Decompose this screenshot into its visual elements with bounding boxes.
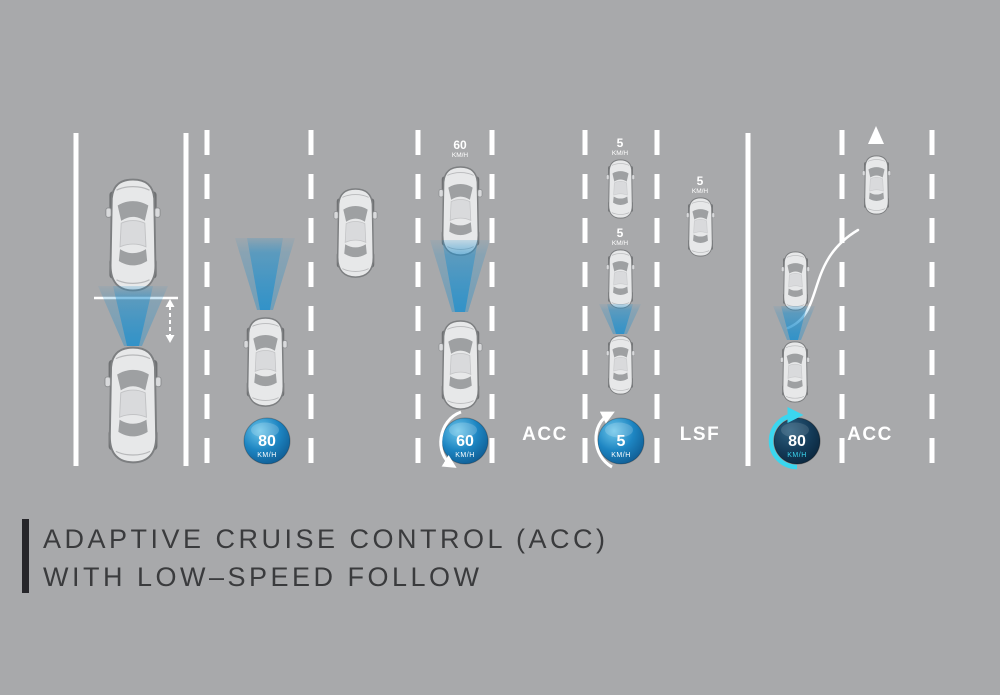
lead-car — [104, 178, 162, 292]
lead-speed-tag: 60 KM/H — [452, 138, 469, 159]
radar-beam-inner — [442, 240, 478, 312]
lead-car — [780, 251, 811, 311]
radar-beam-inner — [113, 286, 153, 346]
scene-acc-decelerate: 60 KM/H 60 KM/H ACC — [430, 138, 568, 468]
scene-set-speed: 80 KM/H — [235, 188, 378, 465]
scene-resume-speed: 80 KM/H ACC — [768, 126, 893, 470]
radar-beam-inner — [781, 306, 807, 340]
scene-low-speed-follow: 5 KM/H 5 KM/H 5 KM/H 5 KM/H — [594, 136, 720, 469]
tag-value: 5 — [617, 226, 624, 240]
traffic-car-adjacent — [685, 197, 716, 257]
badge-unit: KM/H — [257, 452, 277, 459]
badge-unit: KM/H — [455, 452, 475, 459]
following-distance-arrow — [165, 299, 175, 343]
radar-beam-inner — [247, 238, 283, 310]
acc-label: ACC — [522, 424, 568, 445]
tag-unit: KM/H — [452, 152, 469, 159]
adjust-swoosh-arrow — [594, 411, 615, 469]
adjacent-speed-tag: 5 KM/H — [692, 174, 709, 195]
speed-badge-resume-80: 80 KM/H — [768, 406, 821, 470]
tag-unit: KM/H — [692, 188, 709, 195]
tag-unit: KM/H — [612, 150, 629, 157]
badge-unit: KM/H — [787, 452, 807, 459]
speed-badge-set-80: 80 KM/H — [243, 417, 291, 465]
mid-speed-tag: 5 KM/H — [612, 226, 629, 247]
scene-following-distance — [94, 178, 178, 464]
title-accent-bar — [22, 519, 29, 593]
acc-label: ACC — [847, 424, 893, 445]
lane-lines — [73, 130, 935, 466]
badge-value: 60 — [456, 433, 474, 450]
ego-car — [779, 341, 811, 403]
badge-value: 5 — [617, 433, 626, 450]
tag-value: 5 — [697, 174, 704, 188]
traffic-car-mid — [605, 249, 636, 309]
speed-badge-decelerate-60: 60 KM/H — [439, 410, 489, 468]
radar-beam-inner — [607, 304, 633, 334]
ego-car — [243, 317, 288, 407]
badge-unit: KM/H — [611, 452, 631, 459]
tag-unit: KM/H — [612, 240, 629, 247]
tag-value: 60 — [453, 138, 467, 152]
adjacent-car — [333, 188, 378, 278]
badge-value: 80 — [258, 433, 276, 450]
title-block: ADAPTIVE CRUISE CONTROL (ACC) WITH LOW–S… — [22, 519, 609, 596]
resume-gauge-arc — [768, 406, 804, 470]
title-line-2: WITH LOW–SPEED FOLLOW — [43, 562, 483, 592]
acceleration-arrow-icon — [868, 126, 884, 144]
speed-badge-follow-5: 5 KM/H — [594, 411, 645, 469]
badge-value: 80 — [788, 433, 806, 450]
ego-car — [438, 320, 483, 410]
departing-car — [861, 155, 892, 215]
ego-car — [605, 335, 636, 395]
lsf-label: LSF — [680, 424, 720, 445]
tag-value: 5 — [617, 136, 624, 150]
front-speed-tag: 5 KM/H — [612, 136, 629, 157]
ego-car — [103, 346, 163, 464]
decelerate-swoosh-arrow — [439, 410, 462, 468]
traffic-car-front — [605, 159, 636, 219]
title-line-1: ADAPTIVE CRUISE CONTROL (ACC) — [43, 524, 609, 554]
page-title: ADAPTIVE CRUISE CONTROL (ACC) WITH LOW–S… — [43, 519, 609, 596]
